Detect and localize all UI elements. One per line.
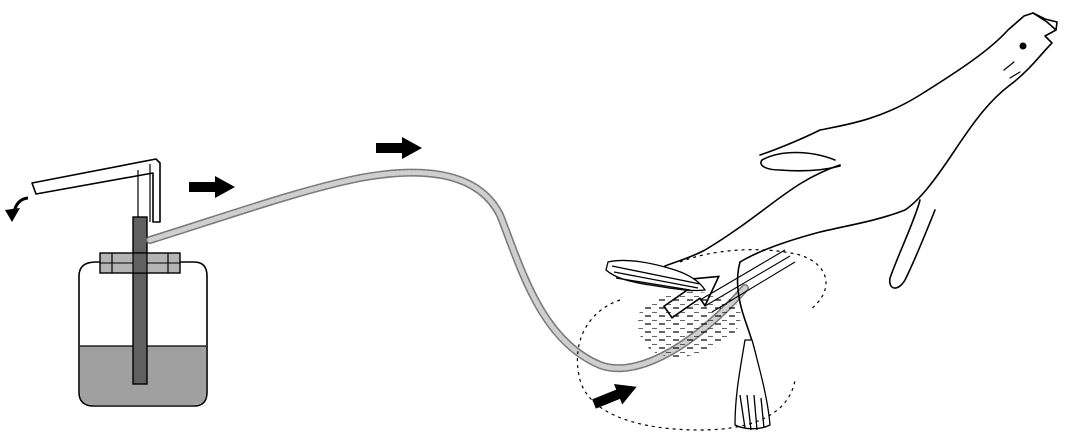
flow-arrow-icon: [376, 137, 422, 159]
flipper: [761, 153, 840, 171]
animal-belly: [740, 85, 1010, 262]
pump-handle: [32, 159, 160, 222]
animal-eye: [1020, 43, 1027, 50]
animal-mouth: [1004, 62, 1020, 78]
flow-arrow-icon: [189, 176, 235, 198]
cap-clamp: [100, 253, 180, 273]
flow-arrow-icon: [590, 377, 641, 415]
pump-assembly: [5, 159, 207, 406]
animal-upper-body: [665, 165, 840, 266]
rotate-arrow-icon: [5, 198, 28, 222]
pump-rod: [133, 217, 147, 384]
tail-flukes: [606, 260, 705, 290]
tail-flukes: [735, 340, 770, 430]
